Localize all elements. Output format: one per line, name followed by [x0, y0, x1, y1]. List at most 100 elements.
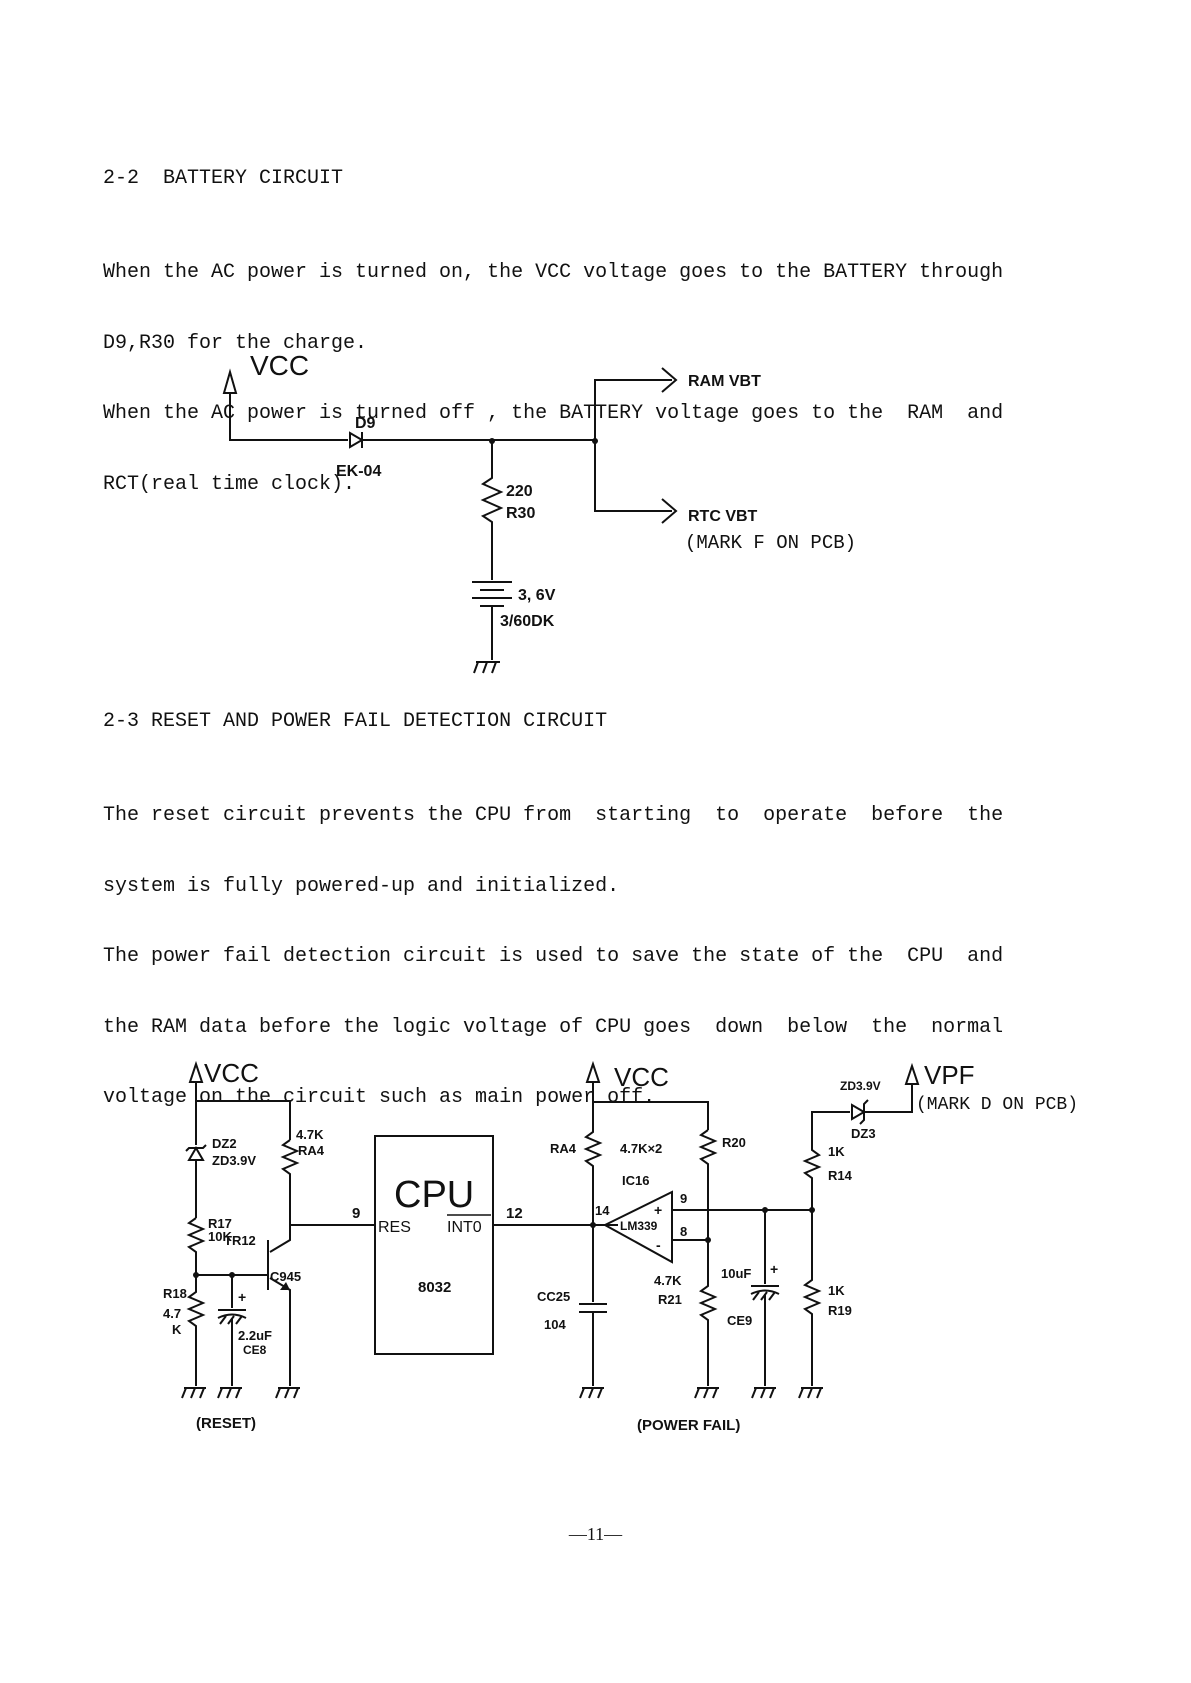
pin-9-op-label: 9 — [680, 1191, 687, 1206]
pin-8-op-label: 8 — [680, 1224, 687, 1239]
caption-power-fail: (POWER FAIL) — [637, 1417, 740, 1434]
vpf-arrow-icon — [904, 1062, 920, 1085]
cpu-part-label: 8032 — [418, 1279, 451, 1296]
zd39-left-label: ZD3.9V — [212, 1153, 256, 1168]
resistor-value-label: 220 — [506, 483, 533, 500]
resistor-icon — [480, 441, 504, 580]
text-line: The power fail detection circuit is used… — [103, 945, 1004, 968]
r18-label: R18 — [163, 1286, 187, 1301]
plus-ce9-label: + — [770, 1261, 778, 1277]
battery-circuit-diagram: VCC D9 EK-04 220 R30 3, 6V 3/60DK — [222, 350, 856, 674]
text-line: voltage on the circuit such as main powe… — [103, 1086, 656, 1109]
vcc-left-label: VCC — [204, 1058, 259, 1088]
ce9-label: CE9 — [727, 1313, 752, 1328]
caption-reset: (RESET) — [196, 1415, 256, 1432]
vcc-arrow-icon — [222, 368, 238, 394]
ground-icon — [798, 1387, 823, 1399]
reset-description: The reset circuit prevents the CPU from … — [103, 757, 1003, 1133]
op-minus-label: - — [656, 1237, 661, 1253]
pin-9-cpu-label: 9 — [352, 1205, 360, 1222]
pin-12-label: 12 — [506, 1205, 523, 1222]
ce8-label: CE8 — [243, 1343, 267, 1357]
battery-part-label: 3/60DK — [500, 613, 555, 630]
arrow-right-icon — [661, 498, 678, 524]
resistor-icon — [698, 1240, 718, 1386]
resistor-icon — [186, 1217, 206, 1275]
text-line: When the AC power is turned on, the VCC … — [103, 261, 1004, 284]
mark-f-note: (MARK F ON PCB) — [685, 532, 856, 554]
ce9-value-label: 10uF — [721, 1266, 751, 1281]
ground-icon — [473, 661, 500, 674]
zener-diode-icon — [185, 1144, 207, 1161]
r14-label: R14 — [828, 1168, 853, 1183]
vpf-label: VPF — [924, 1060, 975, 1090]
ground-icon — [181, 1387, 206, 1399]
diode-icon — [349, 431, 364, 449]
r21-label: R21 — [658, 1292, 682, 1307]
r21-value-label: 4.7K — [654, 1273, 682, 1288]
reset-powerfail-diagram: VCC DZ2 ZD3.9V R17 10K 4.7K RA4 9 TR12 C… — [163, 1058, 1078, 1434]
text-line: D9,R30 for the charge. — [103, 331, 368, 355]
int0-pin-label: INT0 — [447, 1219, 482, 1236]
r14-value-label: 1K — [828, 1144, 845, 1159]
res-pin-label: RES — [378, 1219, 411, 1236]
ground-icon — [275, 1387, 300, 1399]
ra4-mid-value-label: 4.7K×2 — [620, 1141, 662, 1156]
capacitor-icon — [750, 1210, 780, 1386]
ic16-label: IC16 — [622, 1173, 649, 1188]
pin-14-label: 14 — [595, 1203, 610, 1218]
arrow-right-icon — [661, 367, 678, 393]
resistor-icon — [802, 1111, 850, 1210]
resistor-icon — [583, 1102, 603, 1225]
c945-label: C945 — [270, 1269, 301, 1284]
op-plus-label: + — [654, 1202, 662, 1218]
resistor-ref-label: R30 — [506, 505, 535, 522]
mark-d-note: (MARK D ON PCB) — [916, 1095, 1078, 1115]
ground-icon — [217, 1387, 242, 1399]
ra4-mid-label: RA4 — [550, 1141, 577, 1156]
text-line: The reset circuit prevents the CPU from … — [103, 804, 1004, 827]
tr12-label: TR12 — [224, 1233, 256, 1248]
r18-value-a: 4.7 — [163, 1306, 181, 1321]
cc25-label: CC25 — [537, 1289, 570, 1304]
vcc-label: VCC — [250, 350, 309, 381]
resistor-icon — [186, 1275, 206, 1386]
dz2-label: DZ2 — [212, 1136, 237, 1151]
capacitor-icon — [217, 1275, 247, 1386]
battery-icon — [472, 581, 512, 607]
battery-description: When the AC power is turned on, the VCC … — [103, 214, 1003, 520]
ra4-left-label: RA4 — [298, 1143, 325, 1158]
r18-value-b: K — [172, 1322, 182, 1337]
dz3-label: DZ3 — [851, 1126, 876, 1141]
transistor-icon — [267, 1225, 291, 1386]
diode-label: D9 — [355, 415, 376, 432]
r17-value-label: 10K — [208, 1229, 232, 1244]
r19-label: R19 — [828, 1303, 852, 1318]
diode-part-label: EK-04 — [336, 463, 381, 480]
rtc-vbt-label: RTC VBT — [688, 508, 758, 525]
capacitor-icon — [579, 1225, 607, 1386]
ground-icon — [694, 1387, 719, 1399]
cpu-label: CPU — [394, 1174, 474, 1216]
ra4-value-label: 4.7K — [296, 1127, 324, 1142]
resistor-icon — [802, 1210, 822, 1386]
lm339-label: LM339 — [620, 1219, 658, 1233]
ground-icon — [579, 1387, 604, 1399]
cc25-value-label: 104 — [544, 1317, 566, 1332]
zd39-right-label: ZD3.9V — [840, 1079, 881, 1093]
r17-label: R17 — [208, 1216, 232, 1231]
cpu-block — [374, 1135, 494, 1355]
page-number: —11— — [568, 1524, 623, 1544]
battery-voltage-label: 3, 6V — [518, 587, 556, 604]
text-line: RCT(real time clock). — [103, 472, 356, 496]
text-line: the RAM data before the logic voltage of… — [103, 1015, 1004, 1039]
section-heading-battery: 2-2 BATTERY CIRCUIT — [103, 167, 344, 190]
vcc-mid-label: VCC — [614, 1062, 669, 1092]
ram-vbt-label: RAM VBT — [688, 373, 761, 390]
resistor-icon — [698, 1129, 718, 1240]
vcc-arrow-icon — [585, 1060, 601, 1083]
plus-left-label: + — [238, 1289, 246, 1305]
ground-icon — [751, 1387, 776, 1399]
r19-value-label: 1K — [828, 1283, 845, 1298]
